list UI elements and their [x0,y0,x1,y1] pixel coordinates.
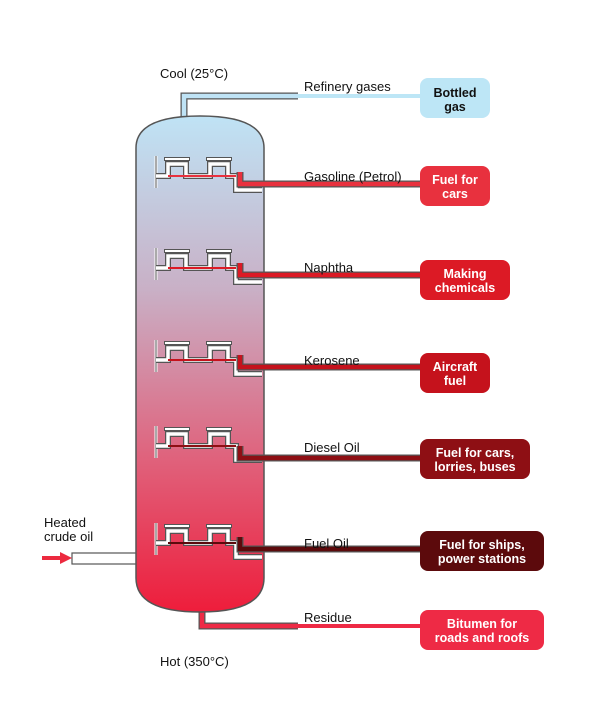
use-text-gasoline-line1: Fuel for [432,173,478,187]
tray [154,340,262,377]
use-text-naphtha-line1: Making [443,267,486,281]
use-box [420,166,490,206]
fraction-label-fuel-oil: Fuel Oil [304,536,349,551]
use-text-kerosene-line1: Aircraft [433,360,478,374]
use-text-diesel-line1: Fuel for cars, [436,446,515,460]
use-text-residue-line1: Bitumen for [447,617,517,631]
fraction-label-diesel: Diesel Oil [304,440,360,455]
use-box [420,531,544,571]
fraction-label-kerosene: Kerosene [304,353,360,368]
fraction-label-residue: Residue [304,610,352,625]
tray [154,523,262,560]
output-pipes [168,94,420,628]
bottom-temperature-label: Hot (350°C) [160,654,229,669]
use-text-naphtha-line2: chemicals [435,281,496,295]
tray [154,426,262,463]
tray-group [154,156,262,560]
fraction-label-naphtha: Naphtha [304,260,354,275]
fraction-pipe [168,537,420,553]
tray [154,156,262,193]
use-box [420,610,544,650]
input-label-line1: Heated [44,515,86,530]
use-text-diesel-line2: lorries, buses [434,460,515,474]
use-box [420,78,490,118]
top-temperature-label: Cool (25°C) [160,66,228,81]
input-label-line2: crude oil [44,529,93,544]
tray [154,248,262,285]
fraction-label-refinery-gases: Refinery gases [304,79,391,94]
distillation-column [135,115,265,613]
residue-pipe [198,612,298,630]
fraction-pipe [168,172,420,188]
fraction-pipe [168,263,420,279]
use-text-bottled-line2: gas [444,100,466,114]
crude-oil-inlet [42,552,139,565]
refinery-gas-pipe [180,92,298,118]
use-text-fueloil-line1: Fuel for ships, [439,538,524,552]
use-box [420,353,490,393]
use-text-fueloil-line2: power stations [438,552,526,566]
use-box [420,260,510,300]
fraction-pipe [168,355,420,371]
use-boxes [420,78,544,650]
fraction-pipe [168,445,420,462]
fraction-label-gasoline: Gasoline (Petrol) [304,169,402,184]
use-text-residue-line2: roads and roofs [435,631,530,645]
use-box [420,439,530,479]
use-text-bottled-line1: Bottled [433,86,476,100]
use-text-gasoline-line2: cars [442,187,468,201]
use-text-kerosene-line2: fuel [444,374,466,388]
